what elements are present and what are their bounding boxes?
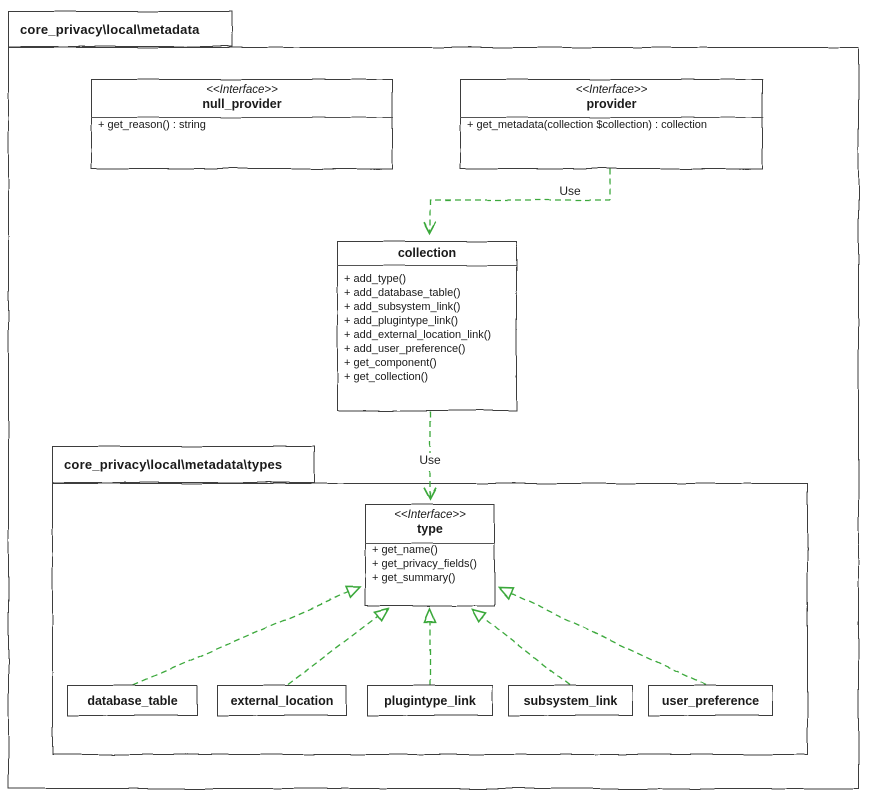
class-box-null-provider: <<Interface>> null_provider + get_reason… bbox=[91, 79, 393, 169]
class-name: null_provider bbox=[202, 97, 282, 111]
use-label-provider-collection: Use bbox=[556, 184, 584, 198]
class-box-plugintype-link: plugintype_link bbox=[367, 685, 493, 716]
class-box-user-preference: user_preference bbox=[648, 685, 773, 716]
member-line: + get_metadata(collection $collection) :… bbox=[467, 119, 707, 131]
package-title: core_privacy\local\metadata bbox=[20, 21, 200, 37]
member-line: + get_name() bbox=[372, 544, 438, 556]
use-label-collection-type: Use bbox=[416, 453, 444, 467]
member-line: + add_subsystem_link() bbox=[344, 301, 461, 313]
class-box-collection: collection + add_type() + add_database_t… bbox=[337, 241, 517, 411]
member-line: + get_summary() bbox=[372, 572, 456, 584]
stereotype-label: <<Interface>> bbox=[206, 84, 278, 96]
member-line: + get_collection() bbox=[344, 371, 429, 383]
package-title: core_privacy\local\metadata\types bbox=[64, 457, 283, 472]
class-name: external_location bbox=[230, 693, 334, 708]
class-name: user_preference bbox=[661, 693, 760, 708]
class-box-provider: <<Interface>> provider + get_metadata(co… bbox=[460, 79, 763, 169]
class-name: type bbox=[417, 522, 443, 536]
stereotype-label: <<Interface>> bbox=[575, 84, 648, 96]
package-core-privacy-local-metadata-body bbox=[8, 47, 859, 789]
class-name: plugintype_link bbox=[384, 693, 476, 708]
class-box-external-location: external_location bbox=[217, 685, 347, 716]
member-line: + add_plugintype_link() bbox=[344, 315, 459, 327]
member-line: + add_database_table() bbox=[344, 287, 461, 299]
member-line: + add_external_location_link() bbox=[344, 329, 492, 341]
stereotype-label: <<Interface>> bbox=[394, 509, 466, 521]
member-line: + get_reason() : string bbox=[98, 119, 206, 131]
package-core-privacy-local-metadata-tab: core_privacy\local\metadata bbox=[8, 11, 232, 47]
member-line: + add_user_preference() bbox=[344, 343, 466, 355]
member-line: + get_privacy_fields() bbox=[372, 558, 477, 570]
class-name: subsystem_link bbox=[523, 693, 618, 708]
package-types-tab: core_privacy\local\metadata\types bbox=[52, 446, 315, 483]
class-box-subsystem-link: subsystem_link bbox=[508, 685, 633, 716]
class-name: provider bbox=[586, 97, 637, 111]
class-name: collection bbox=[397, 246, 457, 260]
class-box-database-table: database_table bbox=[67, 685, 198, 716]
class-name: database_table bbox=[87, 693, 178, 708]
class-box-type: <<Interface>> type + get_name() + get_pr… bbox=[365, 504, 495, 606]
member-line: + add_type() bbox=[344, 273, 407, 285]
member-line: + get_component() bbox=[344, 357, 437, 369]
